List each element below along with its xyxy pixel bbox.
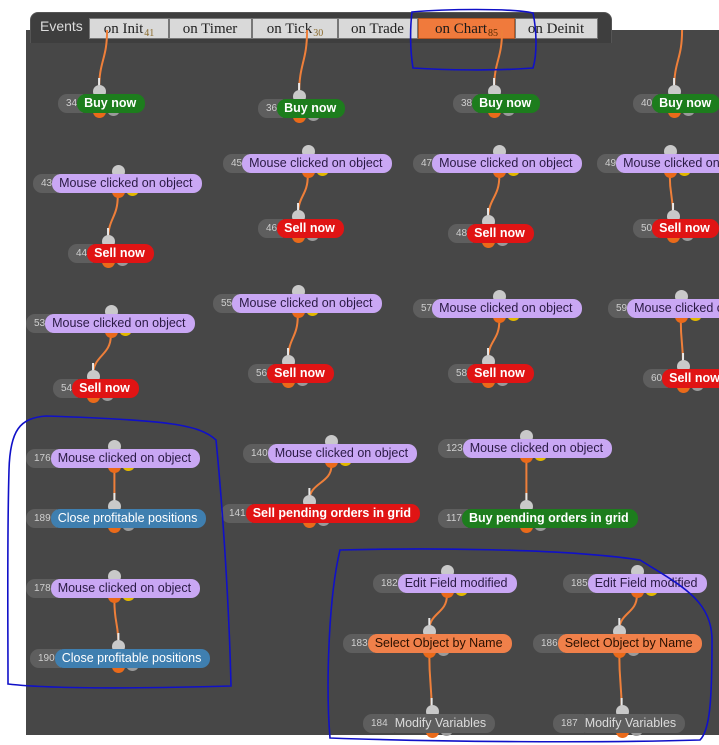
node-id: 59 [608, 299, 634, 318]
node-label: Sell now [467, 224, 534, 243]
node-id: 45 [223, 154, 249, 173]
events-label: Events [40, 18, 83, 34]
tab-on-init[interactable]: on Init41 [89, 18, 169, 39]
node-label: Buy now [77, 94, 146, 113]
node-id: 34 [58, 94, 84, 113]
node-label: Select Object by Name [367, 634, 512, 653]
node-id: 53 [26, 314, 52, 333]
node-label: Modify Variables [577, 714, 686, 733]
node-id: 56 [248, 364, 274, 383]
node-label: Sell now [87, 244, 154, 263]
node-label: Sell now [652, 219, 719, 238]
node-label: Sell now [662, 369, 719, 388]
node-label: Mouse clicked on object [242, 154, 392, 173]
node-label: Modify Variables [387, 714, 496, 733]
node-id: 46 [258, 219, 284, 238]
node-label: Edit Field modified [397, 574, 517, 593]
tab-on-chart[interactable]: on Chart85 [418, 18, 515, 39]
node-label: Mouse clicked on ob [616, 154, 719, 173]
node-id: 36 [258, 99, 284, 118]
node-label: Mouse clicked on object [50, 579, 201, 598]
node-id: 43 [33, 174, 59, 193]
node-label: Sell now [72, 379, 139, 398]
node-label: Buy pending orders in grid [461, 509, 638, 528]
node-id: 54 [53, 379, 79, 398]
node-label: Mouse clicked on object [267, 444, 418, 463]
node-label: Edit Field modified [587, 574, 707, 593]
tab-on-trade[interactable]: on Trade [338, 18, 418, 39]
node-id: 55 [213, 294, 239, 313]
node-label: Close profitable positions [50, 509, 207, 528]
node-label: Select Object by Name [557, 634, 702, 653]
node-id: 47 [413, 154, 439, 173]
node-id: 58 [448, 364, 474, 383]
node-label: Mouse clicked on object [462, 439, 613, 458]
node-id: 57 [413, 299, 439, 318]
node-label: Mouse clicked on object [50, 449, 201, 468]
node-id: 40 [633, 94, 659, 113]
tab-on-tick[interactable]: on Tick30 [252, 18, 338, 39]
node-label: Buy now [652, 94, 719, 113]
node-label: Buy now [472, 94, 541, 113]
node-id: 50 [633, 219, 659, 238]
node-label: Mouse clicked on object [52, 174, 202, 193]
node-label: Sell now [467, 364, 534, 383]
node-id: 48 [448, 224, 474, 243]
node-label: Sell pending orders in grid [245, 504, 421, 523]
tab-on-deinit[interactable]: on Deinit [515, 18, 598, 39]
node-label: Sell now [277, 219, 344, 238]
node-id: 117 [438, 509, 468, 528]
node-label: Close profitable positions [54, 649, 211, 668]
tab-on-timer[interactable]: on Timer [169, 18, 252, 39]
node-id: 123 [438, 439, 469, 458]
node-id: 60 [643, 369, 669, 388]
node-label: Mouse clicked on object [432, 299, 582, 318]
node-label: Mouse clicked on object [45, 314, 195, 333]
node-id: 38 [453, 94, 479, 113]
node-id: 49 [597, 154, 623, 173]
node-id: 140 [243, 444, 274, 463]
node-label: Buy now [277, 99, 346, 118]
node-id: 44 [68, 244, 94, 263]
node-label: Mouse clicked on object [432, 154, 582, 173]
node-label: Mouse clicked o [627, 299, 719, 318]
node-label: Sell now [267, 364, 334, 383]
node-label: Mouse clicked on object [232, 294, 382, 313]
